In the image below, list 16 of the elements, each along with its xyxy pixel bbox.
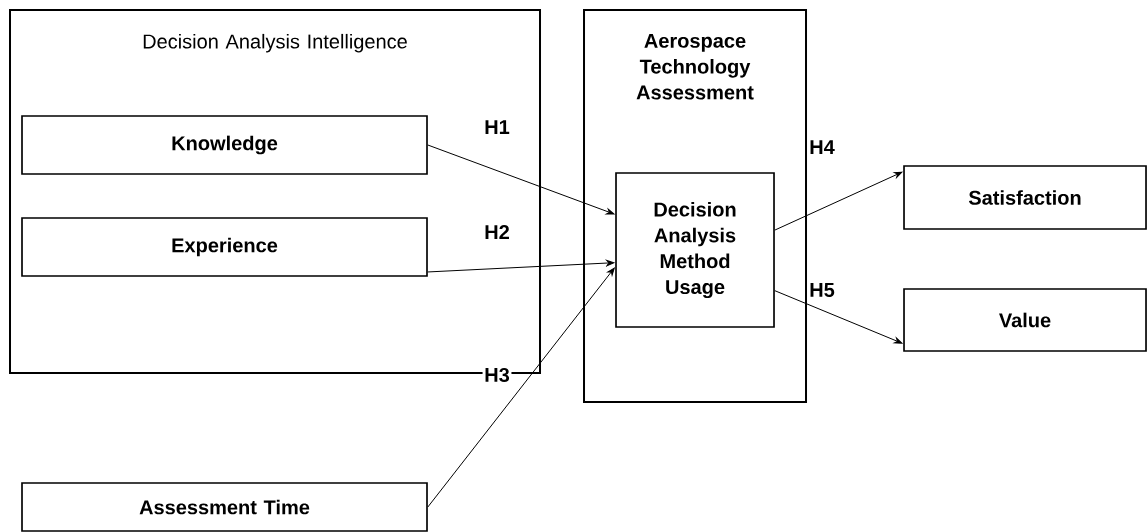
process-box: Experience bbox=[21, 217, 428, 277]
arrow bbox=[774, 171, 903, 231]
process-box: Assessment Time bbox=[21, 482, 428, 532]
arrow bbox=[427, 267, 615, 508]
edge-label: H3 bbox=[482, 366, 512, 384]
arrow bbox=[774, 290, 903, 344]
process-box: Decision Analysis Method Usage bbox=[615, 172, 775, 328]
edge-label: H1 bbox=[482, 118, 512, 136]
process-box: Satisfaction bbox=[903, 165, 1147, 230]
process-box: Value bbox=[903, 288, 1147, 352]
arrow bbox=[427, 144, 615, 215]
edge-label: H4 bbox=[807, 138, 837, 156]
arrow bbox=[427, 259, 615, 273]
edge-label: H2 bbox=[482, 223, 512, 241]
process-box: Knowledge bbox=[21, 115, 428, 175]
edge-label: H5 bbox=[807, 281, 837, 299]
